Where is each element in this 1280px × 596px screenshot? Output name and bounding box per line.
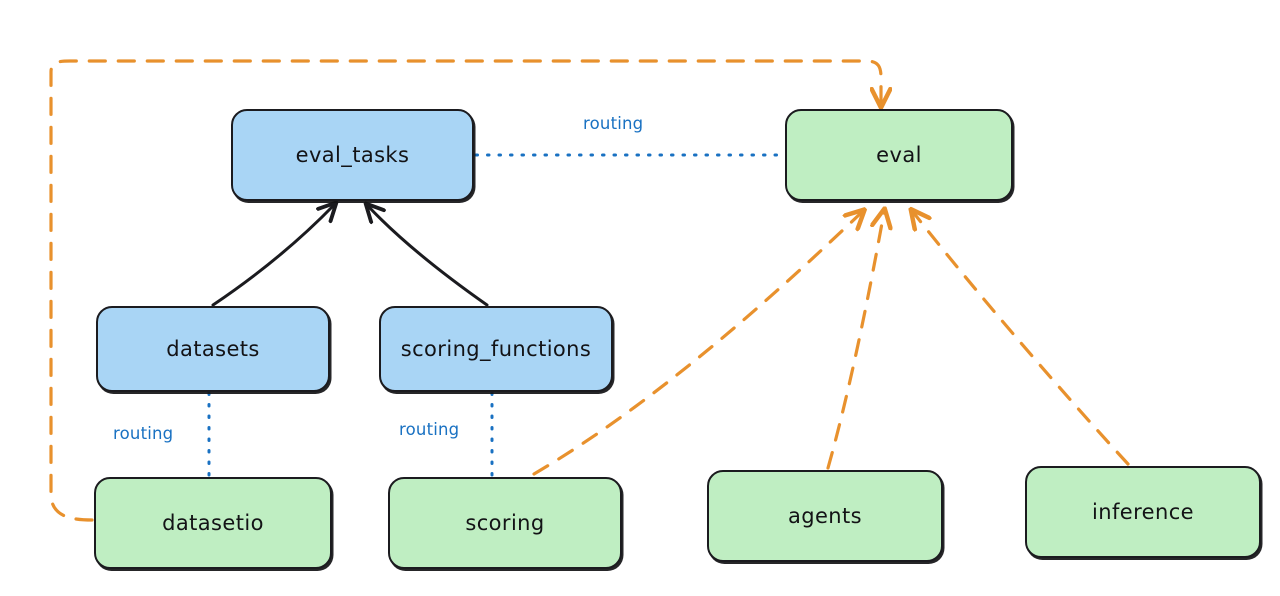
node-eval-tasks[interactable]: eval_tasks: [231, 109, 474, 201]
node-eval-label: eval: [876, 143, 922, 167]
node-inference-label: inference: [1092, 500, 1194, 524]
edge-scoring-to-eval-dependency: [532, 212, 862, 476]
node-datasetio[interactable]: datasetio: [94, 477, 332, 569]
edge-datasets-to-eval-tasks: [211, 205, 334, 307]
node-datasetio-label: datasetio: [162, 511, 264, 535]
node-eval-tasks-label: eval_tasks: [295, 143, 410, 167]
edge-datasetio-to-eval-dependency: [49, 59, 881, 522]
edge-scoring-functions-to-eval-tasks: [368, 206, 489, 307]
node-agents[interactable]: agents: [707, 470, 943, 562]
node-scoring[interactable]: scoring: [388, 477, 622, 569]
edge-inference-to-eval-dependency: [913, 212, 1130, 466]
edge-label-routing-eval: routing: [580, 114, 647, 133]
edge-label-routing-scoring: routing: [396, 420, 463, 439]
node-scoring-functions[interactable]: scoring_functions: [379, 306, 613, 392]
node-agents-label: agents: [787, 504, 862, 528]
node-inference[interactable]: inference: [1025, 466, 1261, 558]
node-eval[interactable]: eval: [785, 109, 1013, 201]
node-datasets[interactable]: datasets: [96, 306, 330, 392]
edge-agents-to-eval-dependency: [826, 212, 884, 470]
node-scoring-label: scoring: [465, 511, 545, 535]
node-scoring-functions-label: scoring_functions: [400, 337, 592, 361]
node-datasets-label: datasets: [166, 337, 260, 361]
edge-label-routing-datasetio: routing: [110, 424, 177, 443]
